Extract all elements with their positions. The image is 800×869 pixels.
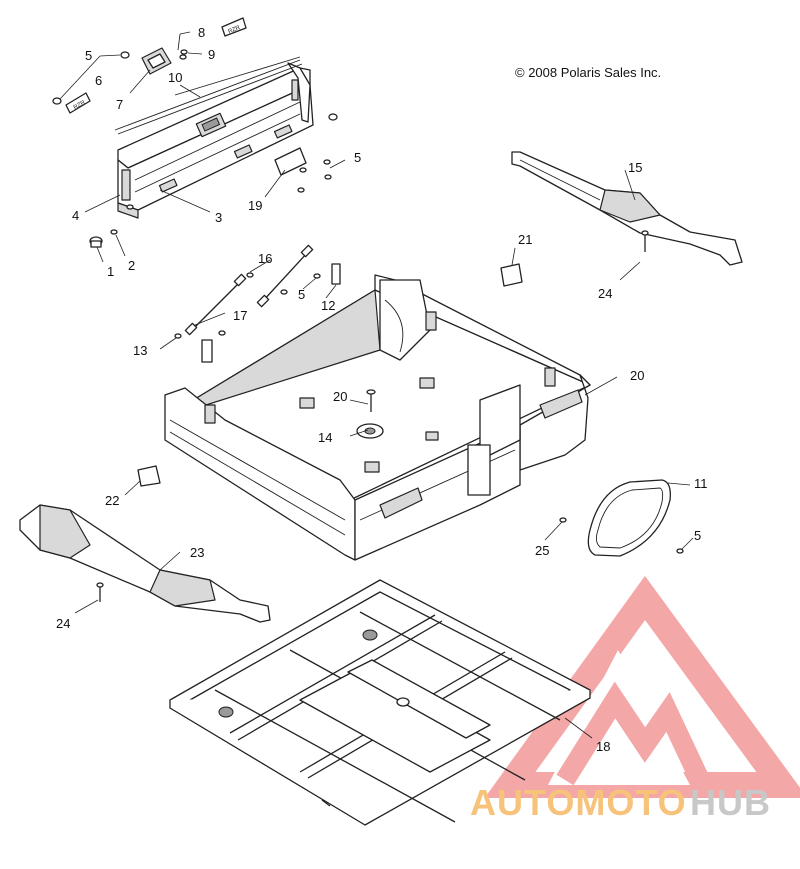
callout-5d: 5 [694, 528, 701, 543]
callout-5a: 5 [85, 48, 92, 63]
latch-pin [177, 33, 181, 51]
callout-12: 12 [321, 298, 335, 313]
callout-2: 2 [128, 258, 135, 273]
cargo-box [164, 274, 591, 561]
tailgate-cable [174, 56, 301, 96]
side-rail-left [19, 504, 271, 623]
taillight-lens [559, 479, 684, 557]
callout-13: 13 [133, 343, 147, 358]
callout-18: 19 [248, 198, 262, 213]
decal-badge-left: RZR [65, 92, 91, 114]
callout-3: 3 [215, 210, 222, 225]
callout-17: 17 [233, 308, 247, 323]
callout-5c: 5 [298, 287, 305, 302]
decal-warning-right [500, 263, 523, 287]
callout-1: 1 [107, 264, 114, 279]
watermark-text: AUTOMOTO HUB [470, 782, 771, 823]
callout-20a: 21 [518, 232, 532, 247]
callout-4: 4 [72, 208, 79, 223]
decal-warning-left [137, 465, 161, 487]
tailgate-assembly [114, 59, 314, 219]
svg-text:RZR: RZR [73, 100, 87, 112]
watermark-text-part1: AUTOMOTO [470, 782, 687, 823]
callout-8: 8 [198, 25, 205, 40]
callout-21: 20 [333, 389, 347, 404]
watermark-text-part2: HUB [690, 782, 771, 823]
decal-badge-top: RZR [221, 17, 247, 37]
callout-10: 10 [168, 70, 182, 85]
latch-handle [141, 47, 172, 75]
copyright-notice: © 2008 Polaris Sales Inc. [515, 65, 661, 80]
callout-15: 15 [628, 160, 642, 175]
callout-25: 25 [535, 543, 549, 558]
callout-16: 16 [258, 251, 272, 266]
callout-24b: 24 [56, 616, 70, 631]
callout-24a: 24 [598, 286, 612, 301]
callout-23: 18 [596, 739, 610, 754]
callout-11: 11 [694, 476, 708, 491]
tailgate-support-cables [174, 244, 341, 363]
callout-9: 9 [208, 47, 215, 62]
reflector-plate [274, 147, 307, 176]
callout-14: 14 [318, 430, 332, 445]
callout-7: 7 [116, 97, 123, 112]
callout-5b: 5 [354, 150, 361, 165]
callout-20b: 22 [105, 493, 119, 508]
callout-6: 6 [95, 73, 102, 88]
tailgate-hardware [52, 51, 338, 248]
leader-lines [59, 31, 694, 739]
side-rail-right [511, 151, 743, 266]
cargo-frame [169, 579, 591, 826]
callout-22: 23 [190, 545, 204, 560]
svg-text:RZR: RZR [228, 25, 242, 35]
callout-19: 20 [630, 368, 644, 383]
